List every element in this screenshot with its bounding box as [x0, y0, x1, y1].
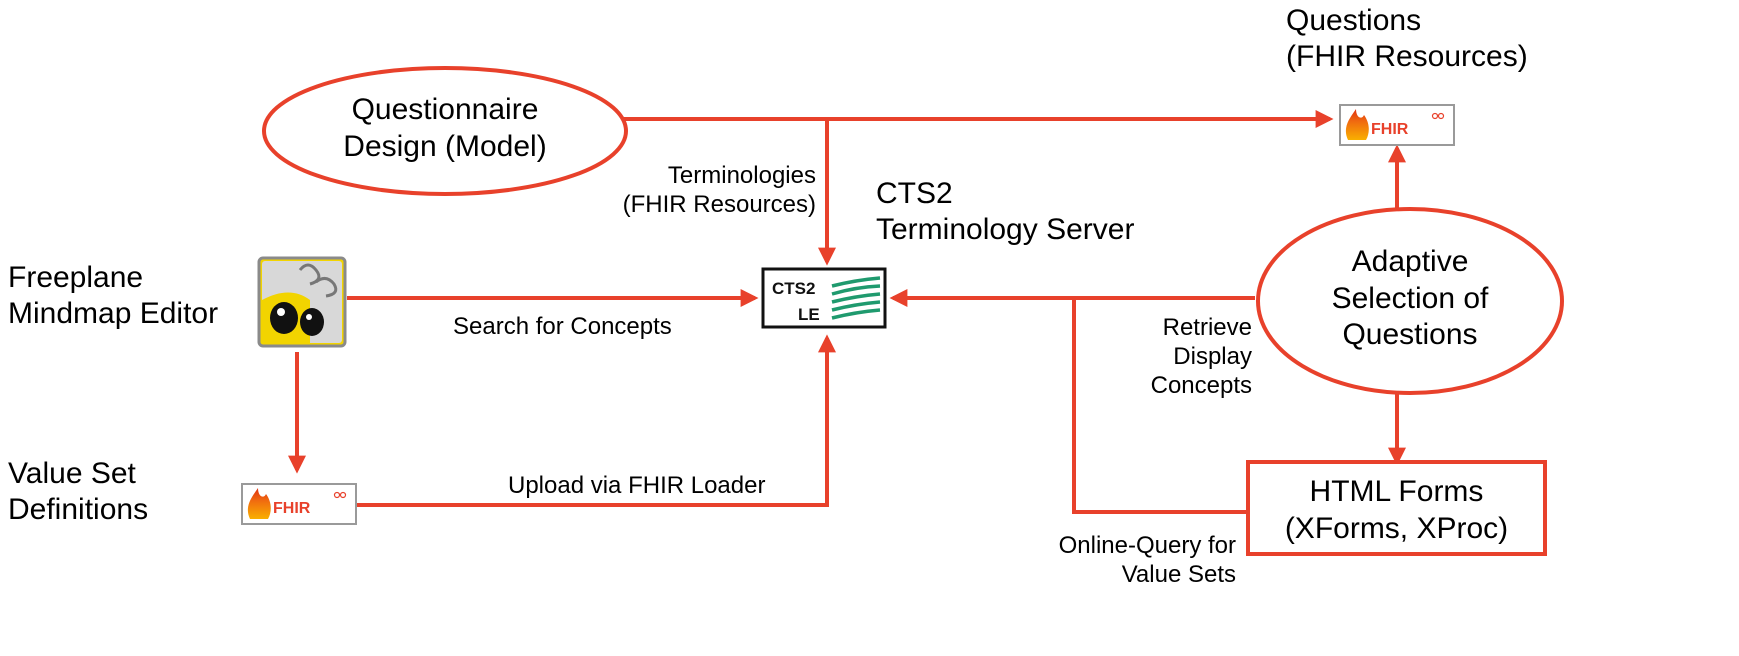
search-for-concepts-label: Search for Concepts	[453, 313, 672, 340]
retrieve-display-concepts-label: Retrieve Display Concepts	[1100, 314, 1252, 400]
html-forms-line1: HTML Forms	[1309, 475, 1484, 508]
freeplane-line1: Freeplane	[8, 261, 144, 294]
questionnaire-design-label: Questionnaire Design (Model)	[280, 92, 610, 165]
freeplane-line2: Mindmap Editor	[8, 297, 219, 330]
terminologies-label: Terminologies (FHIR Resources)	[560, 162, 816, 220]
cts2-server-line1: CTS2	[876, 177, 953, 210]
edge-forms-online-query	[1072, 298, 1248, 514]
html-forms-node	[1246, 460, 1547, 556]
adaptive-selection-node	[1256, 207, 1564, 395]
value-set-definitions-line2: Definitions	[8, 493, 149, 526]
adaptive-selection-line2: Selection of	[1331, 281, 1489, 315]
terminologies-line1: Terminologies	[667, 162, 816, 189]
online-query-line1: Online-Query for	[1058, 532, 1236, 559]
value-set-definitions-line1: Value Set	[8, 457, 136, 490]
html-forms-label: HTML Forms (XForms, XProc)	[1250, 474, 1543, 547]
questionnaire-design-line2: Design (Model)	[343, 129, 547, 163]
freeplane-bee-icon	[257, 256, 347, 348]
upload-via-fhir-loader-label: Upload via FHIR Loader	[508, 472, 766, 499]
retrieve-line2: Display	[1173, 342, 1252, 370]
freeplane-label: Freeplane Mindmap Editor	[8, 260, 218, 332]
cts2-le-logo-icon: CTS2 LE	[761, 267, 887, 329]
questions-title-line1: Questions	[1286, 4, 1422, 37]
adaptive-selection-label: Adaptive Selection of Questions	[1290, 244, 1530, 354]
online-query-line2: Value Sets	[1121, 560, 1236, 588]
questionnaire-design-line1: Questionnaire	[351, 93, 539, 126]
cts2-logo-line1: CTS2	[772, 279, 815, 298]
questionnaire-design-node	[262, 66, 628, 196]
value-set-definitions-label: Value Set Definitions	[8, 456, 148, 528]
online-query-label: Online-Query for Value Sets	[1000, 532, 1236, 590]
fhir-logo-text: FHIR	[273, 500, 311, 517]
html-forms-line2: (XForms, XProc)	[1284, 511, 1509, 545]
questions-title-line2: (FHIR Resources)	[1286, 40, 1528, 73]
cts2-logo-line2: LE	[798, 305, 820, 324]
fhir-logo-text: FHIR	[1371, 121, 1409, 138]
fhir-flame-icon: FHIR	[1339, 104, 1455, 146]
questions-title: Questions (FHIR Resources)	[1286, 3, 1528, 75]
cts2-server-line2: Terminology Server	[876, 213, 1135, 246]
edge-valueset-to-cts2	[357, 334, 836, 507]
adaptive-selection-line3: Questions	[1342, 318, 1478, 352]
terminologies-line2: (FHIR Resources)	[622, 190, 816, 218]
cts2-server-label: CTS2 Terminology Server	[876, 176, 1134, 248]
fhir-flame-icon: FHIR	[241, 483, 357, 525]
retrieve-line1: Retrieve	[1162, 314, 1252, 341]
adaptive-selection-line1: Adaptive	[1351, 245, 1469, 278]
retrieve-line3: Concepts	[1150, 371, 1252, 399]
